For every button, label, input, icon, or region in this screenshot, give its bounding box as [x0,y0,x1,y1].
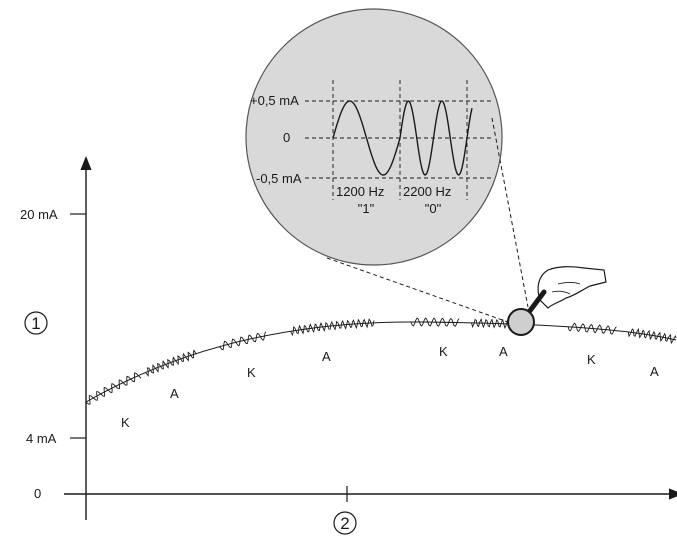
mag-sine-wave [332,100,473,176]
hart-burst [627,328,677,345]
hart-burst [471,317,509,330]
mag-label-plus: +0,5 mA [250,93,299,108]
curve-letter-3: K [247,365,256,380]
hart-burst [85,372,142,405]
magnifier-circle [245,8,503,266]
hart-burst [290,318,375,337]
mag-label-minus: -0,5 mA [256,171,302,186]
mag-label-zero: 0 [283,130,290,145]
curve-letter-1: K [121,415,130,430]
hand-finger-lines [551,282,581,295]
curve-letter-8: A [650,364,659,379]
magnifying-lens-icon [507,308,535,336]
magnifier-graph: +0,5 mA 0 -0,5 mA 1200 Hz 2200 Hz "1" "0… [250,80,492,216]
zoom-line-right [491,117,529,308]
label-4ma: 4 mA [26,431,57,446]
callout-1-text: 1 [31,314,40,333]
mag-label-freq-2: 2200 Hz [403,184,451,199]
callout-1: 1 [24,311,48,335]
hart-signal-bursts [85,317,677,405]
curve-letter-6: A [499,344,508,359]
label-zero: 0 [34,486,41,501]
curve-letter-2: A [170,386,179,401]
curve-letter-4: A [322,349,331,364]
hart-burst [145,349,197,377]
curve-letter-7: K [587,352,596,367]
mag-label-bit-0: "0" [425,201,442,216]
hand-with-lens [507,266,607,336]
curve-letter-5: K [439,344,448,359]
mag-label-bit-1: "1" [358,201,375,216]
hart-burst [567,322,617,335]
mag-label-freq-1: 1200 Hz [336,184,384,199]
hand-icon [537,266,607,309]
callout-2: 2 [333,511,357,535]
zoom-line-left [326,257,509,323]
hart-burst [219,331,267,351]
hart-burst [410,317,460,327]
callout-2-text: 2 [340,514,349,533]
label-20ma: 20 mA [20,207,58,222]
